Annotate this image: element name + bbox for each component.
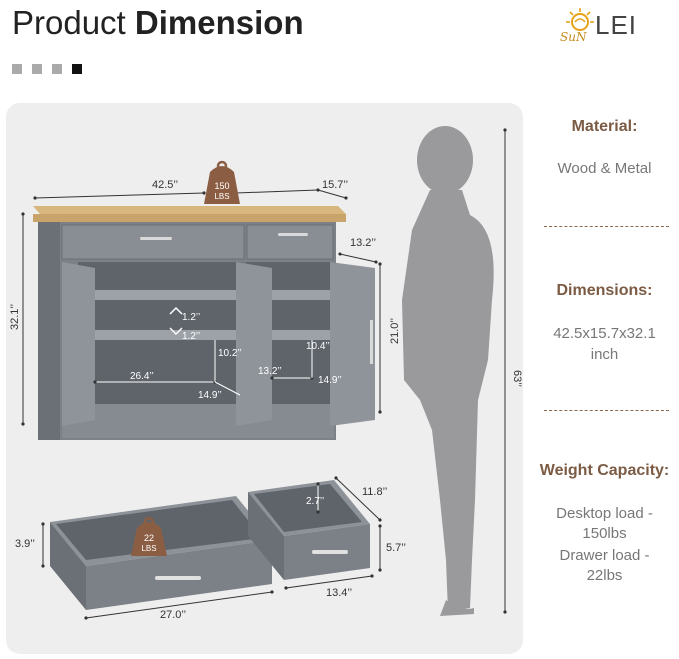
big-drawer-width-label: 27.0’’ (160, 609, 186, 621)
person-height-label: 63’’ (511, 370, 523, 387)
inner-depth-b-label: 14.9’’ (318, 375, 342, 386)
cabinet (33, 206, 375, 440)
cabinet-width-label: 42.5’’ (152, 179, 178, 191)
indicator-dot[interactable] (12, 64, 22, 74)
indicator-dot-active[interactable] (72, 64, 82, 74)
page-title: Product Dimension (12, 4, 304, 42)
indicator-dot[interactable] (52, 64, 62, 74)
logo-text: LEI (595, 10, 638, 40)
spec-heading: Weight Capacity: (539, 462, 670, 479)
image-indicator (12, 64, 82, 74)
big-drawer-height-label: 3.9’’ (15, 538, 35, 550)
inner-left-width-label: 26.4’’ (130, 371, 154, 382)
spec-heading: Dimensions: (556, 282, 653, 299)
inner-right-height-label: 10.4’’ (306, 341, 330, 352)
spec-heading: Material: (571, 118, 638, 135)
inner-height-label: 21.0’’ (389, 318, 401, 344)
divider (544, 410, 669, 411)
inner-left-height-label: 10.2’’ (218, 348, 242, 359)
cabinet-height-label: 32.1’’ (9, 304, 21, 330)
indicator-dot[interactable] (32, 64, 42, 74)
inner-depth-a-label: 14.9’’ (198, 390, 222, 401)
spec-value: Desktop load - (556, 505, 653, 522)
drawer-load-value: 22 (144, 533, 154, 543)
small-drawer-height-label: 5.7’’ (386, 542, 406, 554)
small-drawer-inner-label: 2.7’’ (306, 496, 324, 507)
spec-value: 150lbs (582, 525, 627, 542)
title-light: Product (12, 4, 126, 41)
shelf-gap-b-label: 1.2’’ (182, 331, 200, 342)
spec-value: inch (590, 346, 619, 363)
shelf-gap-a-label: 1.2’’ (182, 312, 200, 323)
spec-value: 22lbs (586, 567, 623, 584)
small-drawer-depth-label: 11.8’’ (362, 486, 387, 498)
spec-value: Drawer load - (559, 547, 650, 564)
drawer-offset-label: 13.2’’ (350, 237, 376, 249)
drawer-load-unit: LBS (141, 544, 156, 553)
brand-logo-icon (566, 8, 594, 31)
title-bold: Dimension (134, 4, 304, 41)
drawer-weight-badge-icon (131, 516, 167, 556)
cabinet-depth-label: 15.7’’ (322, 179, 348, 191)
spec-value: 42.5x15.7x32.1 (553, 325, 656, 342)
divider (544, 226, 669, 227)
logo-script-text: SuN (560, 30, 587, 44)
spec-panel: Material: Wood & Metal Dimensions: 42.5x… (530, 100, 679, 659)
spec-value: Wood & Metal (557, 160, 652, 177)
top-load-unit: LBS (214, 192, 229, 201)
person-silhouette-icon (402, 126, 494, 616)
weight-badge-icon (204, 160, 240, 204)
top-load-value: 150 (214, 181, 229, 191)
inner-right-width-label: 13.2’’ (258, 366, 282, 377)
small-drawer-width-label: 13.4’’ (326, 587, 352, 599)
